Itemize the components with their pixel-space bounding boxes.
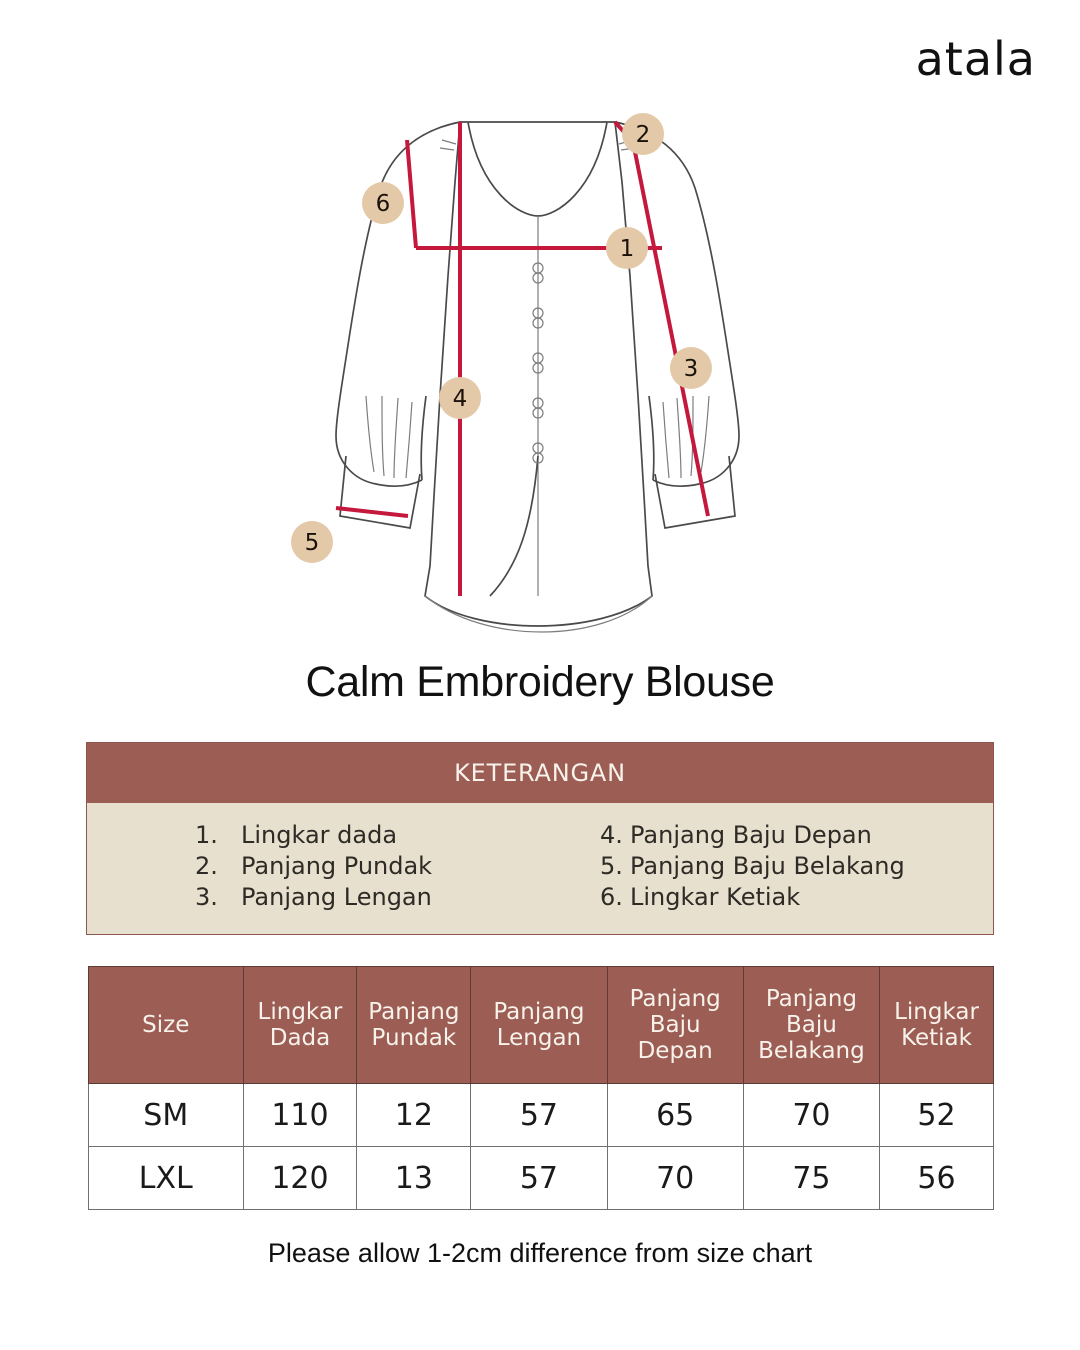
table-row: LXL 120 13 57 70 75 56 — [88, 1146, 994, 1210]
cell-lingkar-ketiak: 56 — [879, 1146, 994, 1210]
list-item: 1. Lingkar dada — [195, 821, 588, 849]
keterangan-number: 4. — [600, 821, 623, 849]
cell-panjang-baju-belakang: 70 — [742, 1083, 881, 1147]
column-header-lingkar-ketiak: Lingkar Ketiak — [879, 966, 994, 1084]
column-header-panjang-lengan: Panjang Lengan — [470, 966, 608, 1084]
svg-text:6: 6 — [376, 191, 391, 217]
keterangan-number: 5. — [600, 852, 623, 881]
brand-logo: atala — [915, 32, 1036, 86]
list-item: 2. Panjang Pundak — [195, 852, 588, 880]
keterangan-number: 2. — [195, 852, 218, 881]
marker-5: 5 — [291, 521, 333, 563]
list-item: 4. Panjang Baju Depan — [600, 821, 993, 849]
cell-panjang-lengan: 57 — [470, 1146, 608, 1210]
svg-text:1: 1 — [620, 236, 635, 262]
column-header-panjang-baju-belakang: Panjang Baju Belakang — [742, 966, 881, 1084]
keterangan-panel: KETERANGAN 1. Lingkar dada 2. Panjang Pu… — [86, 742, 994, 936]
cell-size: SM — [88, 1083, 244, 1147]
svg-text:3: 3 — [684, 356, 699, 382]
svg-text:2: 2 — [636, 122, 651, 148]
keterangan-label: Panjang Baju Depan — [630, 821, 872, 849]
cell-lingkar-dada: 110 — [242, 1083, 358, 1147]
cell-panjang-lengan: 57 — [470, 1083, 608, 1147]
keterangan-label: Panjang Lengan — [241, 883, 432, 912]
column-header-lingkar-dada: Lingkar Dada — [242, 966, 358, 1084]
keterangan-number: 6. — [600, 883, 623, 912]
list-item: 3. Panjang Lengan — [195, 883, 588, 911]
cell-panjang-baju-depan: 65 — [606, 1083, 744, 1147]
marker-1: 1 — [606, 227, 648, 269]
keterangan-header: KETERANGAN — [87, 743, 993, 803]
keterangan-label: Lingkar Ketiak — [630, 883, 801, 912]
svg-text:4: 4 — [453, 386, 468, 412]
blouse-illustration: 1 2 3 4 5 6 — [0, 96, 1080, 656]
cell-panjang-baju-depan: 70 — [606, 1146, 744, 1210]
keterangan-label: Panjang Pundak — [241, 852, 433, 881]
footer-note: Please allow 1-2cm difference from size … — [267, 1238, 813, 1268]
list-item: 5. Panjang Baju Belakang — [600, 852, 993, 880]
cell-panjang-pundak: 12 — [356, 1083, 472, 1147]
cell-panjang-baju-belakang: 75 — [742, 1146, 881, 1210]
table-header-row: Size Lingkar Dada Panjang Pundak Panjang… — [88, 966, 994, 1084]
column-header-panjang-pundak: Panjang Pundak — [356, 966, 472, 1084]
marker-3: 3 — [670, 347, 712, 389]
cell-lingkar-ketiak: 52 — [879, 1083, 994, 1147]
marker-6: 6 — [362, 182, 404, 224]
keterangan-body: 1. Lingkar dada 2. Panjang Pundak 3. Pan… — [87, 803, 993, 935]
keterangan-number: 1. — [195, 821, 218, 849]
cell-lingkar-dada: 120 — [242, 1146, 358, 1210]
cell-panjang-pundak: 13 — [356, 1146, 472, 1210]
svg-text:5: 5 — [305, 530, 320, 556]
size-chart-table: Size Lingkar Dada Panjang Pundak Panjang… — [88, 966, 994, 1210]
marker-4: 4 — [439, 377, 481, 419]
keterangan-label: Lingkar dada — [241, 821, 398, 849]
keterangan-column-right: 4. Panjang Baju Depan 5. Panjang Baju Be… — [588, 821, 993, 914]
keterangan-number: 3. — [195, 883, 218, 912]
column-header-panjang-baju-depan: Panjang Baju Depan — [606, 966, 744, 1084]
keterangan-column-left: 1. Lingkar dada 2. Panjang Pundak 3. Pan… — [87, 821, 588, 914]
keterangan-label: Panjang Baju Belakang — [630, 852, 905, 881]
list-item: 6. Lingkar Ketiak — [600, 883, 993, 911]
cell-size: LXL — [88, 1146, 244, 1210]
page-title: Calm Embroidery Blouse — [305, 658, 775, 706]
table-row: SM 110 12 57 65 70 52 — [88, 1083, 994, 1147]
marker-2: 2 — [622, 113, 664, 155]
column-header-size: Size — [88, 966, 244, 1084]
